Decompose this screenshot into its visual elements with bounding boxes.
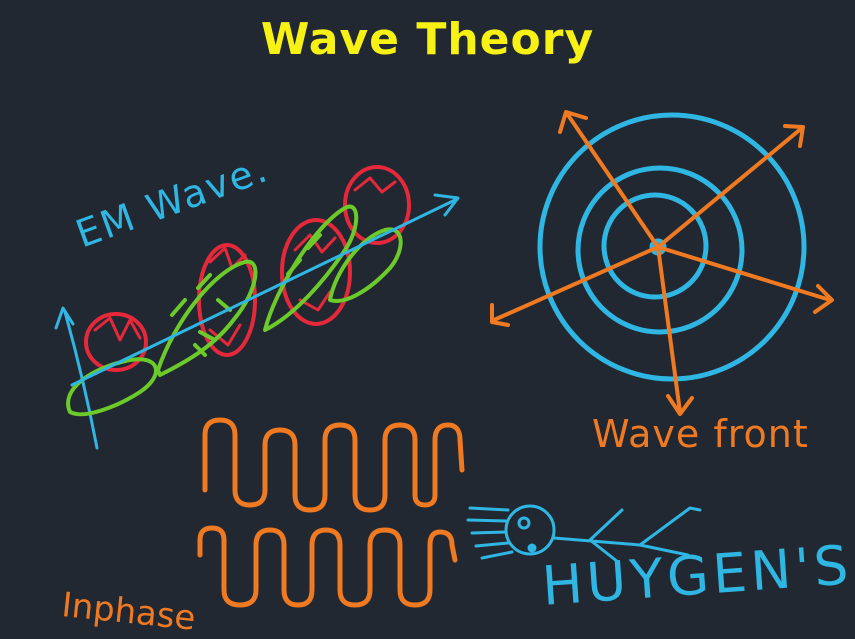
em-wave-propagation-axis bbox=[70, 193, 460, 387]
inphase-wave-bottom bbox=[197, 525, 458, 608]
em-wave-diagram bbox=[54, 165, 460, 450]
inphase-wave-top bbox=[202, 417, 465, 513]
wavefront-label: Wave front bbox=[592, 412, 809, 456]
wavefront-circles bbox=[537, 112, 807, 382]
huygens-eye-2 bbox=[527, 543, 537, 553]
inphase-waves bbox=[197, 417, 465, 608]
huygens-eye bbox=[517, 516, 531, 530]
wavefront-diagram bbox=[490, 110, 834, 416]
huygens-hair bbox=[466, 506, 514, 560]
wavefront-rays bbox=[490, 110, 834, 416]
page-title: Wave Theory bbox=[260, 14, 595, 65]
em-wave-red-loops bbox=[84, 165, 411, 372]
huygens-doodle bbox=[466, 504, 702, 564]
huygens-body bbox=[552, 506, 702, 564]
huygens-head bbox=[504, 504, 556, 556]
